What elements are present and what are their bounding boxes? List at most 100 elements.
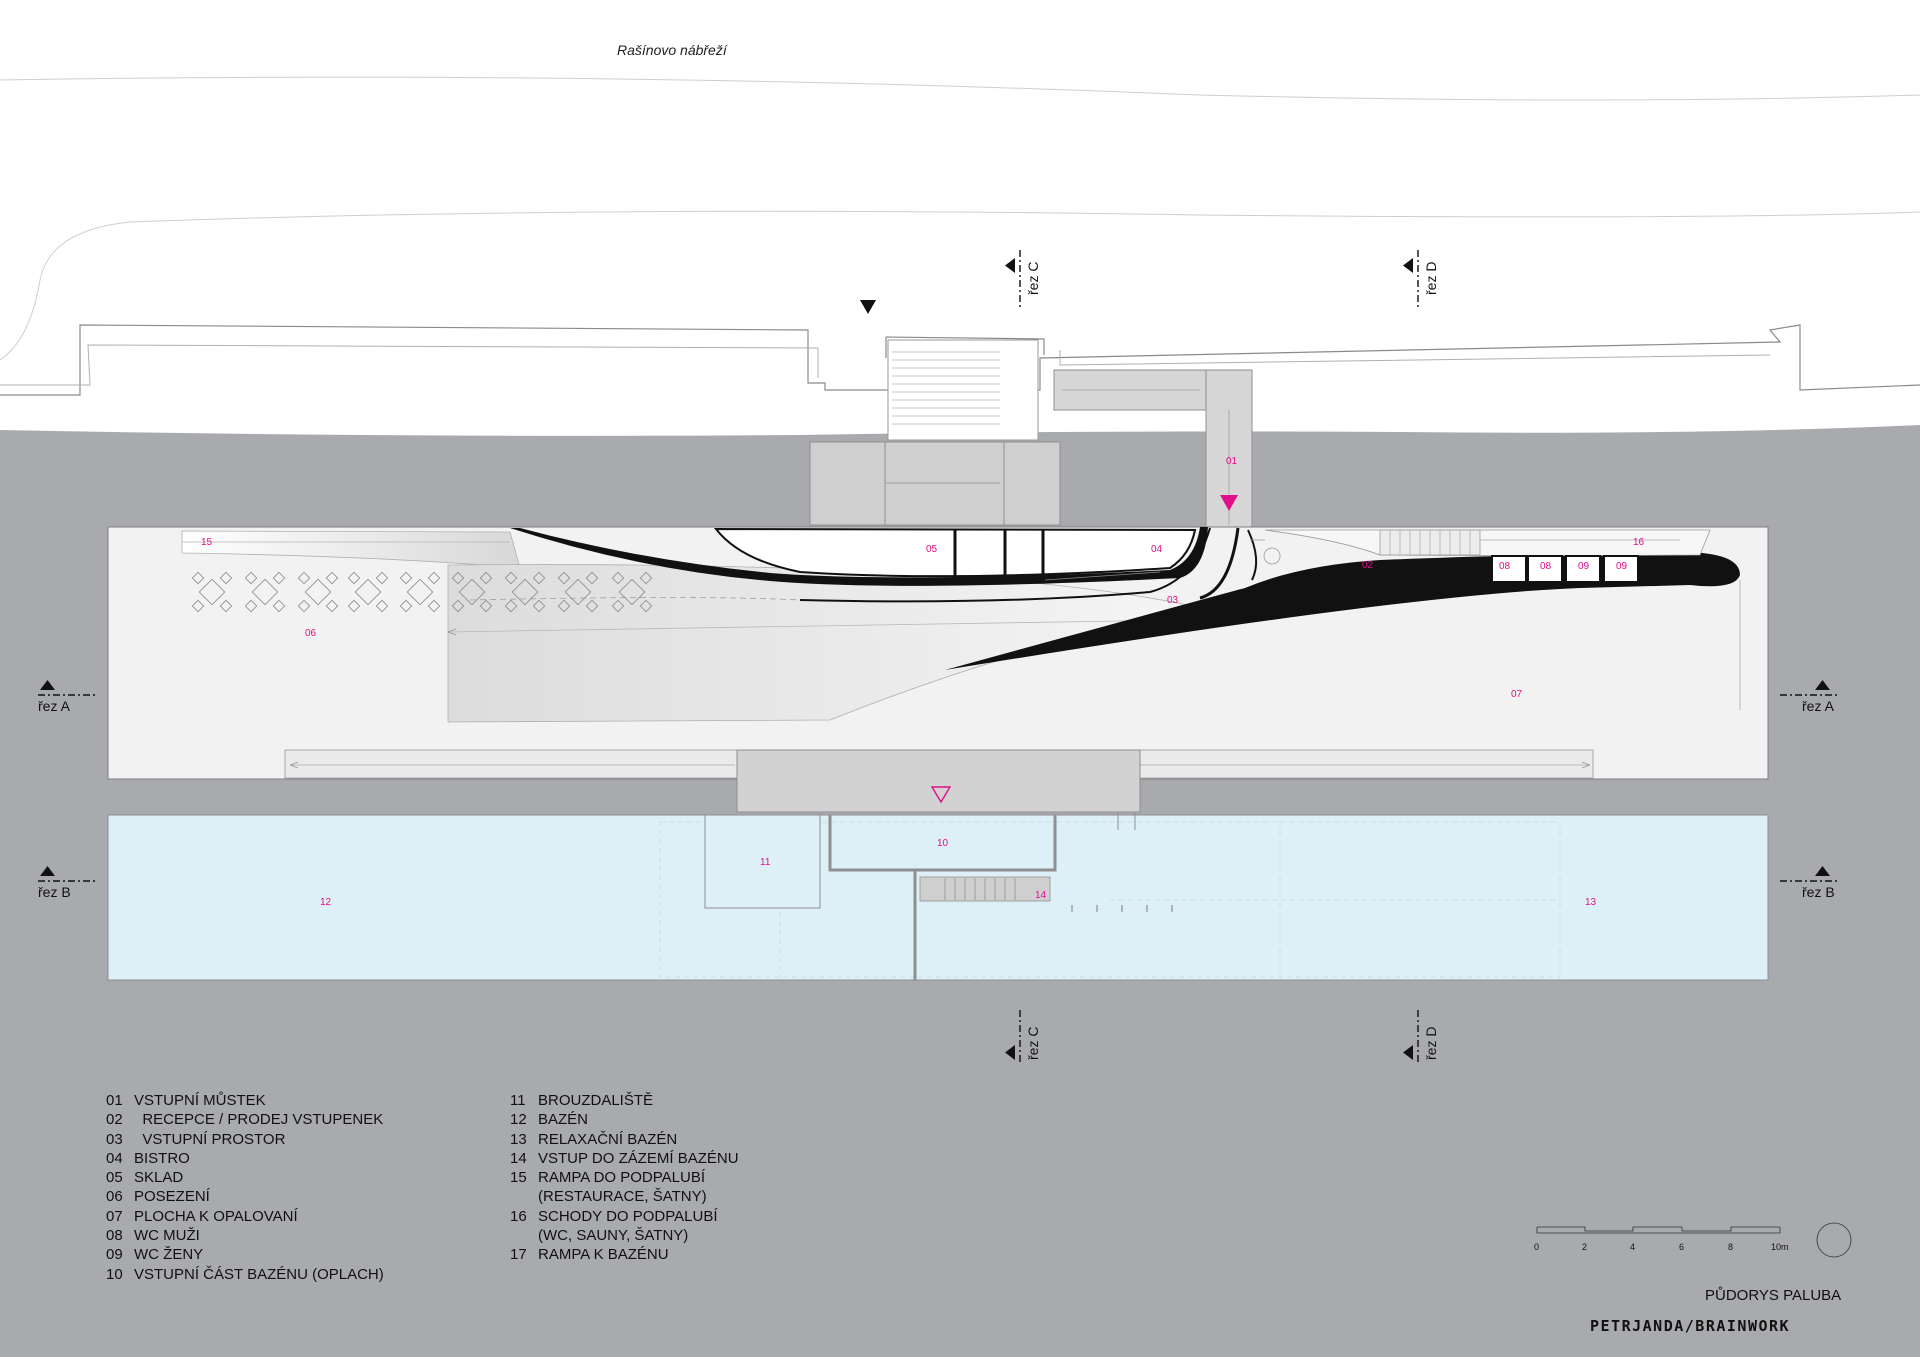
room-number-03: 03 (1167, 595, 1179, 606)
section-label-c-top: řez C (1025, 262, 1041, 295)
legend-item-text: VSTUPNÍ MŮSTEK (134, 1092, 266, 1109)
legend-item: 03 VSTUPNÍ PROSTOR (106, 1130, 384, 1149)
legend-item-text: RECEPCE / PRODEJ VSTUPENEK (134, 1111, 384, 1129)
room-number-08a: 08 (1499, 561, 1511, 572)
legend-item: 13 RELAXAČNÍ BAZÉN (510, 1130, 739, 1149)
legend-item: 05 SKLAD (106, 1168, 384, 1187)
legend-item: 12 BAZÉN (510, 1110, 739, 1129)
table-with-chairs (504, 571, 546, 613)
legend-item-number: 16 (510, 1207, 527, 1225)
legend-item-text: BISTRO (134, 1149, 190, 1167)
road-curb (0, 210, 1920, 361)
legend-item-text: WC ŽENY (134, 1246, 204, 1264)
room-number-09a: 09 (1578, 561, 1590, 572)
legend-item: 02 RECEPCE / PRODEJ VSTUPENEK (106, 1110, 384, 1129)
legend-item-number: 08 (106, 1227, 123, 1245)
legend-item: 04 BISTRO (106, 1149, 384, 1168)
legend-item-text: BAZÉN (538, 1111, 589, 1129)
quay-entrance-marker (860, 300, 876, 314)
legend-item-text: VSTUP DO ZÁZEMÍ BAZÉNU (538, 1149, 739, 1167)
legend-item: 09 WC ŽENY (106, 1245, 384, 1264)
road-line (0, 76, 1920, 101)
quay-wall-step (885, 336, 1045, 355)
table-with-chairs (191, 571, 233, 613)
quay-wall-outer (0, 344, 819, 386)
room-number-07: 07 (1511, 689, 1523, 700)
section-label-d-bottom: řez D (1423, 1027, 1439, 1060)
room-number-08b: 08 (1540, 561, 1552, 572)
room-number-14: 14 (1035, 890, 1047, 901)
quay-stairs (887, 339, 1039, 441)
table-with-chairs (611, 571, 653, 613)
legend-item-number: 15 (510, 1169, 527, 1187)
legend-item: 10 VSTUPNÍ ČÁST BAZÉNU (OPLACH) (106, 1265, 384, 1284)
main-entrance-marker (1220, 495, 1238, 511)
legend-item-number: 02 (106, 1111, 123, 1129)
legend-item-number: 11 (510, 1092, 526, 1109)
room-number-15: 15 (201, 537, 213, 548)
legend-item-continuation: (RESTAURACE, ŠATNY) (538, 1188, 707, 1206)
room-number-10: 10 (937, 838, 949, 849)
section-label-a-right: řez A (1802, 698, 1835, 714)
pool-entry-zone (828, 815, 1057, 980)
legend-item-number: 09 (106, 1246, 123, 1264)
room-number-04: 04 (1151, 544, 1163, 555)
legend-item: 16 SCHODY DO PODPALUBÍ (510, 1207, 739, 1226)
legend-item-text: RELAXAČNÍ BAZÉN (538, 1130, 678, 1148)
room-number-13: 13 (1585, 897, 1597, 908)
legend-item-text: POSEZENÍ (134, 1188, 210, 1206)
legend-item-number: 10 (106, 1265, 123, 1283)
street-name: Rašínovo nábřeží (617, 42, 727, 58)
room-number-16: 16 (1633, 537, 1645, 548)
scale-bar-label: 0 (1534, 1242, 1539, 1252)
paddling-pool (704, 814, 821, 909)
stairs-16 (1379, 529, 1680, 556)
section-label-c-bottom: řez C (1025, 1027, 1041, 1060)
room-number-09b: 09 (1616, 561, 1628, 572)
legend-item-text: SCHODY DO PODPALUBÍ (538, 1207, 718, 1225)
legend-item-number: 12 (510, 1111, 527, 1129)
scale-bar (1536, 1222, 1852, 1258)
legend-item: 11 BROUZDALIŠTĚ (510, 1091, 739, 1110)
legend-item-number: 01 (106, 1092, 123, 1109)
quay-wall-right (1059, 350, 1771, 366)
legend-item-text: VSTUPNÍ ČÁST BAZÉNU (OPLACH) (134, 1265, 384, 1283)
scale-bar-label: 2 (1582, 1242, 1587, 1252)
section-label-a-left: řez A (38, 698, 71, 714)
entrance-ramp-surface (447, 564, 1211, 723)
room-number-05: 05 (926, 544, 938, 555)
legend-item-number: 04 (106, 1149, 123, 1167)
author-credit: PETRJANDA/BRAINWORK (1590, 1317, 1791, 1335)
table-with-chairs (557, 571, 599, 613)
room-number-12: 12 (320, 897, 332, 908)
legend-item-text: VSTUPNÍ PROSTOR (134, 1130, 286, 1148)
legend-item-text: RAMPA DO PODPALUBÍ (538, 1169, 705, 1187)
scale-bar-label: 8 (1728, 1242, 1733, 1252)
seating-tables (191, 571, 653, 613)
legend-item-text: BROUZDALIŠTĚ (538, 1092, 654, 1109)
room-number-01: 01 (1226, 456, 1238, 467)
section-label-b-left: řez B (38, 884, 71, 900)
legend-item-number: 13 (510, 1130, 527, 1148)
legend-item-number: 05 (106, 1169, 123, 1187)
legend-item-text: SKLAD (134, 1169, 184, 1187)
scale-bar-label: 10m (1771, 1242, 1789, 1252)
pool-entrance-marker (930, 786, 952, 804)
legend-item: 15 RAMPA DO PODPALUBÍ (510, 1168, 739, 1187)
scale-bar-label: 6 (1679, 1242, 1684, 1252)
legend-item-number: 06 (106, 1188, 123, 1206)
section-label-d-top: řez D (1423, 262, 1439, 295)
legend-item: 01 VSTUPNÍ MŮSTEK (106, 1091, 384, 1110)
section-label-b-right: řez B (1802, 884, 1835, 900)
legend-item-text: PLOCHA K OPALOVANÍ (134, 1207, 298, 1225)
table-with-chairs (347, 571, 389, 613)
table-with-chairs (297, 571, 339, 613)
entrance-structure (809, 441, 1061, 526)
legend-item-number: 17 (510, 1246, 527, 1264)
legend-item-text: WC MUŽI (134, 1227, 200, 1245)
